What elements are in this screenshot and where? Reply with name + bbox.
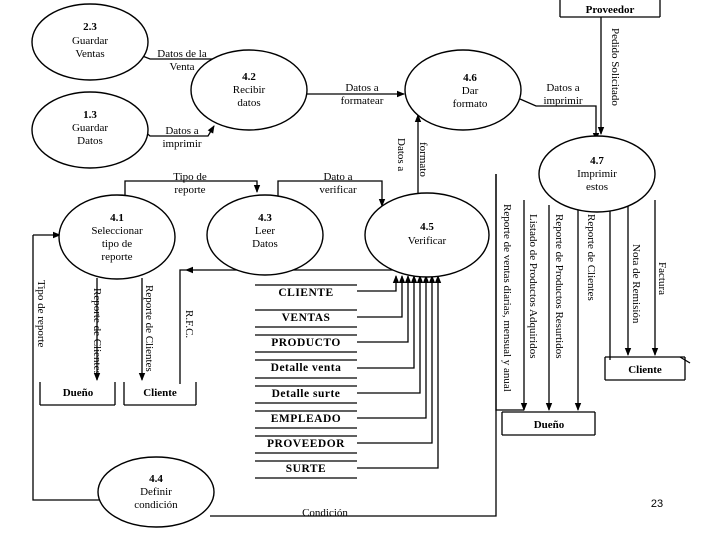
data-store-detalle-venta: Detalle venta [271,362,342,374]
data-store-ventas: VENTAS [282,312,331,324]
flow-label-tipo-reporte: Tipo de [173,171,207,183]
entity-dueno-left: Dueño [39,382,116,406]
process-4-5: 4.5 Verificar [364,192,490,278]
flow-label-listado-productos: Listado de Productos Adquiridos [527,214,539,359]
flow-label-reporte-clientes-1: Reporte de Clientes [91,288,103,375]
data-store-proveedor: PROVEEDOR [267,438,345,450]
process-4-4: 4.4 Definir condición [97,456,215,528]
process-4-2: 4.2 Recibir datos [190,49,308,131]
entity-dueno-bottom: Dueño [501,411,596,436]
process-name: tipo de [102,238,132,250]
entity-proveedor: Proveedor [559,0,661,18]
flow-label-rfc: R.F.C. [183,310,195,338]
flow-label-datos-imprimir-b: Datos a [546,82,579,94]
process-name: Recibir [233,84,266,96]
flow-label-condicion: Condición [302,507,348,519]
flow-label-datos-imprimir: imprimir [162,138,201,150]
process-name: Seleccionar [91,225,143,237]
flow-label-datos-venta: Datos de la [157,48,207,60]
process-name: Datos [252,238,278,250]
flow-label-tipo-reporte-v: Tipo de reporte [35,280,47,348]
entity-label: Cliente [143,387,177,399]
data-store-cliente: CLIENTE [278,287,333,299]
process-4-3: 4.3 Leer Datos [206,194,324,276]
entity-label: Dueño [534,419,565,431]
flow-label-nota-remision: Nota de Remisión [630,244,642,324]
data-store-empleado: EMPLEADO [271,413,341,425]
flow-label-datos-imprimir: Datos a [165,125,198,137]
process-name: Dar [462,85,479,97]
data-stores: CLIENTE VENTAS PRODUCTO Detalle venta De… [255,284,357,479]
flow-label-dato-verificar: verificar [319,184,357,196]
process-number: 4.6 [463,72,477,84]
vertical-flow-labels: Datos a formato Pedido Solicitado Report… [35,28,668,392]
process-number: 4.2 [242,71,256,83]
process-number: 2.3 [83,21,97,33]
entity-cliente-left: Cliente [123,382,197,406]
process-number: 4.5 [420,221,434,233]
process-2-3: 2.3 Guardar Ventas [31,3,149,81]
process-name: Ventas [75,48,104,60]
flow-label-reporte-clientes-2: Reporte de Clientes [143,285,155,372]
flow-label-datos-formatear: formatear [341,95,384,107]
page-number: 23 [651,498,663,510]
process-name: Datos [77,135,103,147]
process-number: 4.4 [149,473,163,485]
flow-label-factura: Factura [656,262,668,295]
process-name: Definir [140,486,172,498]
flow-label-datos-imprimir-b: imprimir [543,95,582,107]
process-number: 4.3 [258,212,272,224]
process-name: Verificar [408,235,447,247]
data-store-producto: PRODUCTO [271,337,341,349]
data-store-detalle-surte: Detalle surte [272,388,341,400]
flow-label-datos-formato: Datos a [395,138,407,171]
flow-labels: Datos de la Venta Datos a imprimir Datos… [157,48,583,519]
flow-label-tipo-reporte: reporte [174,184,205,196]
process-4-7: 4.7 Imprimir estos [538,135,656,213]
process-name: reporte [101,251,132,263]
flow-label-pedido-solicitado: Pedido Solicitado [609,28,621,106]
flow-lines [32,17,659,517]
flow-label-dato-verificar: Dato a [323,171,352,183]
flow-label-reporte-productos: Reporte de Productos Resurtidos [553,214,565,359]
process-name: datos [237,97,260,109]
entity-label: Dueño [63,387,94,399]
process-name: Guardar [72,35,108,47]
process-1-3: 1.3 Guardar Datos [31,91,149,169]
process-name: Imprimir [577,168,617,180]
process-number: 4.7 [590,155,604,167]
process-name: formato [453,98,488,110]
process-4-1: 4.1 Seleccionar tipo de reporte [58,194,176,280]
flow-label-datos-formato: formato [417,142,429,177]
flow-label-datos-venta: Venta [169,61,194,73]
entity-label: Cliente [628,364,662,376]
process-name: condición [134,499,178,511]
process-name: estos [586,181,608,193]
process-name: Guardar [72,122,108,134]
process-4-6: 4.6 Dar formato [404,49,522,131]
flow-label-reporte-clientes-r: Reporte de Clientes [585,214,597,301]
entity-cliente-right: Cliente [604,356,691,381]
process-number: 1.3 [83,109,97,121]
process-name: Leer [255,225,275,237]
data-store-surte: SURTE [286,463,326,475]
flow-label-datos-formatear: Datos a [345,82,378,94]
process-number: 4.1 [110,212,124,224]
flow-label-reporte-ventas: Reporte de ventas diarias, mensual y anu… [501,204,513,392]
entity-label: Proveedor [586,4,635,16]
